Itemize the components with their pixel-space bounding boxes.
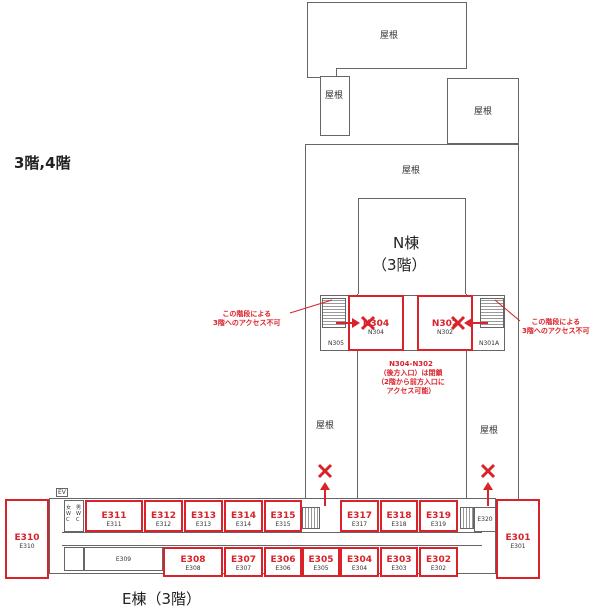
roof-label: 屋根 <box>474 107 493 117</box>
cross-icon <box>360 315 376 331</box>
room-code: E317 <box>347 511 372 521</box>
roof-label: 屋根 <box>325 91 344 101</box>
room-e301[interactable]: E301 E301 <box>496 499 540 579</box>
room-code: E306 <box>270 555 296 565</box>
room-code: N302 <box>431 319 459 329</box>
room-code: E311 <box>101 511 127 521</box>
room-sub: E318 <box>391 521 407 528</box>
room-sub: E302 <box>430 565 447 572</box>
leader-line-right <box>494 299 521 322</box>
cross-icon <box>450 315 466 331</box>
room-e311[interactable]: E311 E311 <box>85 500 143 532</box>
stairs-e-left <box>302 507 320 529</box>
room-sub: E319 <box>430 521 447 528</box>
room-code: E319 <box>426 511 451 521</box>
roof-label: 屋根 <box>316 421 335 431</box>
room-code: N304 <box>362 319 390 329</box>
room-sub: E308 <box>185 565 201 572</box>
roof-block-right <box>447 78 519 144</box>
room-code: E314 <box>231 511 256 521</box>
room-sub: E311 <box>106 521 122 528</box>
room-e307[interactable]: E307 E307 <box>224 547 263 577</box>
room-sub: E306 <box>275 565 291 572</box>
room-n302[interactable]: N302 N302 <box>417 295 473 351</box>
roof-label: 屋根 <box>480 426 499 436</box>
wc-label: 女WC <box>66 505 72 523</box>
stairs-e-right <box>460 507 474 529</box>
room-code: E310 <box>14 533 40 543</box>
room-e315[interactable]: E315 E315 <box>264 500 302 532</box>
room-sub: N304 <box>368 329 384 336</box>
room-code: E305 <box>308 555 334 565</box>
arrow-up-icon <box>320 482 330 506</box>
e-building-label: E棟（3階） <box>122 590 202 608</box>
stairs-note-left: この階段による 3階へのアクセス不可 <box>213 310 281 327</box>
ev-label: EV <box>56 488 68 497</box>
n-building-courtyard <box>358 198 466 294</box>
room-code: E312 <box>151 511 176 521</box>
arrow-left-icon <box>464 318 488 328</box>
room-n301a-label: N301A <box>479 340 500 347</box>
room-e309[interactable]: E309 <box>84 547 163 571</box>
n-building-floor: （3階） <box>372 256 427 274</box>
room-sub: E320 <box>477 516 493 523</box>
room-code: E301 <box>505 533 531 543</box>
room-e305[interactable]: E305 E305 <box>302 547 340 577</box>
leader-line-left <box>289 299 333 314</box>
cross-icon <box>480 463 496 479</box>
room-code: E307 <box>231 555 256 565</box>
room-e302[interactable]: E302 E302 <box>419 547 458 577</box>
room-e319[interactable]: E319 E319 <box>419 500 458 532</box>
room-e317[interactable]: E317 E317 <box>340 500 379 532</box>
room-e314[interactable]: E314 E314 <box>224 500 263 532</box>
room-e308[interactable]: E308 E308 <box>163 547 223 577</box>
room-sub: E313 <box>195 521 212 528</box>
wc-label: 男WC <box>76 505 82 523</box>
closure-note: N304-N302 （後方入口）は閉鎖 （2階から前方入口に アクセス可能） <box>377 360 445 395</box>
room-sub: E305 <box>313 565 329 572</box>
arrow-right-icon <box>336 318 360 328</box>
room-n305-label: N305 <box>328 340 344 347</box>
room-code: E318 <box>386 511 412 521</box>
n-building-name: N棟 <box>393 234 420 252</box>
room-sub: E309 <box>115 556 132 563</box>
e-corridor <box>62 532 482 546</box>
room-code: E304 <box>347 555 372 565</box>
roof-label: 屋根 <box>380 31 399 41</box>
wc-block-bottom <box>64 547 84 571</box>
room-sub: E310 <box>19 543 35 550</box>
room-sub: E307 <box>235 565 252 572</box>
room-code: E303 <box>386 555 412 565</box>
room-e303[interactable]: E303 E303 <box>380 547 418 577</box>
wc-block-left <box>64 500 84 532</box>
stairs-note-right: この階段による 3階へのアクセス不可 <box>522 318 590 335</box>
room-sub: E314 <box>235 521 252 528</box>
room-sub: E315 <box>275 521 291 528</box>
room-e313[interactable]: E313 E313 <box>184 500 223 532</box>
room-code: E302 <box>426 555 451 565</box>
room-sub: E304 <box>351 565 368 572</box>
roof-block-top <box>307 2 467 69</box>
room-e306[interactable]: E306 E306 <box>264 547 302 577</box>
arrow-up-icon <box>483 482 493 506</box>
room-code: E313 <box>191 511 216 521</box>
room-sub: E312 <box>155 521 172 528</box>
cross-icon <box>317 463 333 479</box>
roof-label: 屋根 <box>402 166 421 176</box>
floor-title: 3階,4階 <box>14 154 71 172</box>
room-e320[interactable]: E320 <box>474 507 496 532</box>
room-sub: E317 <box>351 521 368 528</box>
roof-block-stair <box>320 76 350 136</box>
room-sub: E303 <box>391 565 407 572</box>
room-code: E308 <box>180 555 206 565</box>
room-code: E315 <box>270 511 296 521</box>
room-sub: N302 <box>437 329 453 336</box>
room-e318[interactable]: E318 E318 <box>380 500 418 532</box>
room-e310[interactable]: E310 E310 <box>5 499 49 579</box>
room-e312[interactable]: E312 E312 <box>144 500 183 532</box>
room-sub: E301 <box>510 543 526 550</box>
room-e304[interactable]: E304 E304 <box>340 547 379 577</box>
